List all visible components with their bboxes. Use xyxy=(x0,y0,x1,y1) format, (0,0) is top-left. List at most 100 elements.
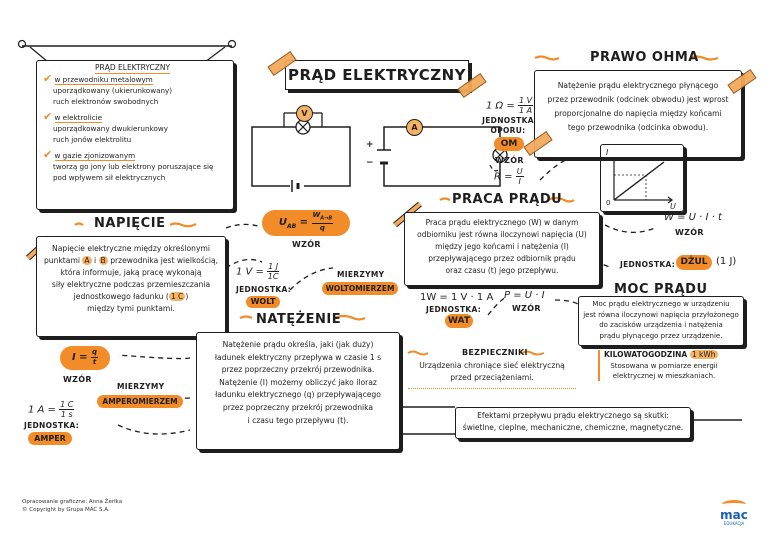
list-item-text: ruch jonów elektrolitu xyxy=(53,135,132,144)
list-item-text: uporządkowany (ukierunkowany) xyxy=(53,86,173,95)
kwh-section: KILOWATOGODZINA 1 kWh Stosowana w pomiar… xyxy=(598,350,744,381)
work-unit-name: DŻUL xyxy=(676,255,712,270)
current-types-heading: PRĄD ELEKTRYCZNY xyxy=(95,63,171,74)
power-formula-label: WZÓR xyxy=(512,304,541,313)
list-item: ✔ w gazie zjonizowanym xyxy=(43,148,136,161)
voltage-unit-label: JEDNOSTKA: xyxy=(236,285,292,294)
graph-axis-y-label: I xyxy=(606,148,609,157)
ohm-title: PRAWO OHMA xyxy=(590,50,699,65)
work-unit-extra: (1 J) xyxy=(716,256,737,267)
voltage-title: NAPIĘCIE xyxy=(94,216,166,231)
voltage-text: Napięcie elektryczne między określonymi xyxy=(52,244,210,253)
kwh-title: KILOWATOGODZINA xyxy=(604,350,688,359)
unit-charge-badge: 1 C xyxy=(168,292,186,301)
power-unit-formula: 1W = 1 V · 1 A xyxy=(420,292,494,303)
kwh-text: elektrycznej w mieszkaniach. xyxy=(612,372,716,380)
work-formula: W = U · I · t xyxy=(664,212,722,223)
ohm-text: tego przewodnika (odcinka obwodu). xyxy=(567,123,709,132)
power-title: MOC PRĄDU xyxy=(614,282,708,297)
power-box: Moc prądu elektrycznego w urządzeniu jes… xyxy=(578,296,744,346)
work-unit-label: JEDNOSTKA: xyxy=(620,260,676,269)
list-item-text: tworzą go jony lub elektrony poruszające… xyxy=(53,162,214,171)
voltage-unit-name: WOLT xyxy=(246,296,280,308)
ohm-unit-name: OM xyxy=(494,137,524,151)
voltmeter-symbol: V xyxy=(296,105,313,122)
check-icon: ✔ xyxy=(43,110,53,123)
ammeter-symbol: A xyxy=(406,119,423,136)
current-types-box: PRĄD ELEKTRYCZNY ✔ w przewodniku metalow… xyxy=(36,60,234,210)
ohm-formula-label: WZÓR xyxy=(495,156,524,165)
intensity-text: Natężenie prądu określa, jaki (jak duży) xyxy=(222,340,374,349)
effects-text: Efektami przepływu prądu elektrycznego s… xyxy=(477,411,669,420)
list-item: ✔ w elektrolicie xyxy=(43,110,103,123)
power-text: do zacisków urządzenia i natężenia xyxy=(599,321,723,329)
intensity-text: ładunku elektrycznego (q) przepływająceg… xyxy=(215,390,381,400)
power-text: Moc prądu elektrycznego w urządzeniu xyxy=(592,300,730,308)
power-text: prądu płynącego przez urządzenie. xyxy=(599,331,723,340)
battery-plus: + xyxy=(366,140,374,150)
voltage-text: która informuje, jaką pracę wykonają xyxy=(60,268,202,277)
mac-logo: mac EDUKACJA xyxy=(716,500,752,526)
check-icon: ✔ xyxy=(43,72,53,85)
ohm-unit-label: JEDNOSTKA OPORU: xyxy=(482,116,534,135)
check-icon: ✔ xyxy=(43,148,53,161)
voltage-measure-device: WOLTOMIERZEM xyxy=(322,282,398,295)
intensity-formula-label: WZÓR xyxy=(63,375,92,384)
voltage-measure-label: MIERZYMY xyxy=(337,270,385,279)
intensity-text: Natężenie (I) możemy obliczyć jako ilora… xyxy=(219,377,377,387)
kwh-text: Stosowana w pomiarze energii xyxy=(610,362,718,370)
effects-box: Efektami przepływu prądu elektrycznego s… xyxy=(455,407,691,439)
list-item-text: uporządkowany dwukierunkowy xyxy=(53,124,168,133)
power-unit-name: WAT xyxy=(445,314,473,328)
list-item: ✔ w przewodniku metalowym xyxy=(43,72,153,85)
intensity-text: i czasu tego przepływu (t). xyxy=(247,415,349,425)
effects-text: świetlne, cieplne, mechaniczne, chemiczn… xyxy=(462,423,684,432)
work-text: oraz czasu (t) jego przepływu. xyxy=(445,266,559,275)
point-a-badge: A xyxy=(82,256,92,265)
list-item-text: pod wpływem sił elektrycznych xyxy=(53,173,166,182)
intensity-measure-label: MIERZYMY xyxy=(117,382,165,391)
fuses-underline xyxy=(408,388,576,389)
ohm-text: przez przewodnik (odcinek obwodu) jest w… xyxy=(547,95,729,104)
intensity-unit-label: JEDNOSTKA: xyxy=(24,421,80,430)
footer-credits: Opracowanie graficzne: Anna Żerłka © Cop… xyxy=(22,499,123,513)
voltage-text: punktami A i B przewodnika jest wielkośc… xyxy=(43,256,219,265)
battery-minus: − xyxy=(366,158,374,168)
intensity-title: NATĘŻENIE xyxy=(256,312,342,327)
work-formula-label: WZÓR xyxy=(675,228,704,237)
work-box: Praca prądu elektrycznego (W) w danym od… xyxy=(404,212,600,286)
intensity-text: przez poprzeczny przekrój przewodnika xyxy=(222,402,374,412)
ohm-graph-frame xyxy=(600,144,684,212)
current-types-list: ✔ w przewodniku metalowym uporządkowany … xyxy=(43,73,233,183)
power-text: jest równa iloczynowi napięcia przyłożon… xyxy=(583,310,739,319)
intensity-measure-device: AMPEROMIERZEM xyxy=(97,395,183,408)
work-text: przepływającego przez odbiornik prądu xyxy=(428,254,576,263)
mac-logo-mark xyxy=(722,500,746,509)
main-title-frame: PRĄD ELEKTRYCZNY xyxy=(285,60,469,90)
page-title: PRĄD ELEKTRYCZNY xyxy=(287,66,467,84)
graph-origin-label: 0 xyxy=(606,199,611,207)
ohm-text: proporcjonalne do napięcia między końcam… xyxy=(554,109,722,118)
voltage-box: Napięcie elektryczne między określonymi … xyxy=(36,236,226,337)
intensity-box: Natężenie prądu określa, jaki (jak duży)… xyxy=(196,332,400,450)
work-text: Praca prądu elektrycznego (W) w danym xyxy=(425,218,579,227)
voltage-formula-label: WZÓR xyxy=(292,240,321,249)
work-text: odbiorniku jest równa iloczynowi napięci… xyxy=(417,230,587,239)
kwh-value: 1 kWh xyxy=(689,350,718,359)
fuses-title: BEZPIECZNIKI xyxy=(462,348,528,357)
list-item-text: ruch elektronów swobodnych xyxy=(53,97,159,106)
power-formula: P = U · I xyxy=(504,290,545,301)
fuses-text: Urządzenia chroniące sieć elektryczną pr… xyxy=(419,361,565,382)
point-b-badge: B xyxy=(98,256,108,265)
graph-axis-x-label: U xyxy=(670,202,676,211)
power-unit-label: JEDNOSTKA: xyxy=(426,305,482,314)
ohm-box: Natężenie prądu elektrycznego płynącego … xyxy=(534,70,742,158)
voltage-text: między tymi punktami. xyxy=(87,304,175,313)
